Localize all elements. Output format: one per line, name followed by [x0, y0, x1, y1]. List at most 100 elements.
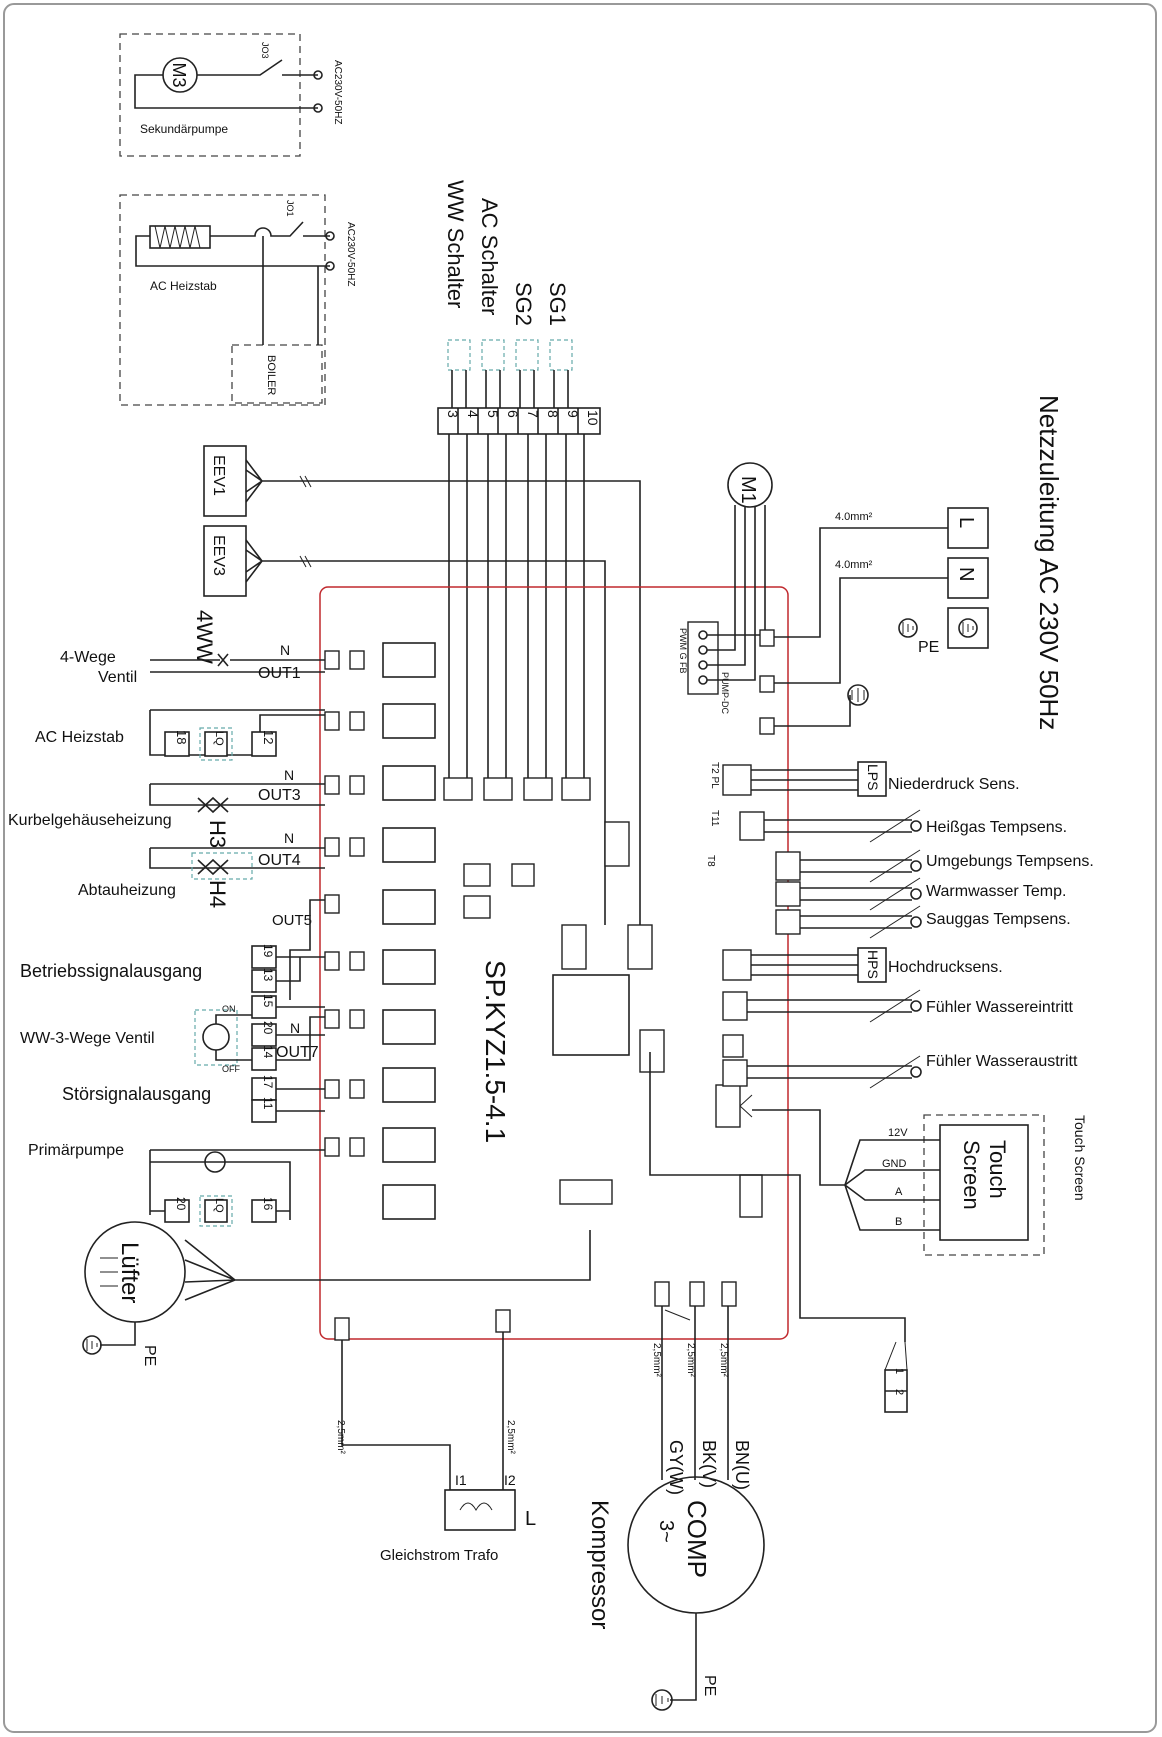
switch-ww-label: WW Schalter — [443, 180, 468, 308]
sensor-0-label: Niederdruck Sens. — [888, 776, 1020, 793]
ww-valve-n: N — [290, 1020, 300, 1036]
heater-contact-label: JO1 — [285, 200, 295, 217]
trafo-l: L — [525, 1508, 536, 1530]
kurbel-label: Kurbelgehäuseheizung — [8, 812, 172, 829]
kurbel-out: OUT3 — [258, 787, 301, 804]
sensor-3-label: Warmwasser Temp. — [926, 883, 1066, 900]
comp-wire-bk: BK(V) — [699, 1440, 719, 1488]
terminal-10: 10 — [585, 410, 601, 426]
touch-screen-label: Touch Screen — [1072, 1115, 1088, 1201]
secondary-pump-module: M3 AC230V-50HZ JO3 Sekundärpumpe — [119, 33, 343, 157]
left-output-ac-heizstab: AC Heizstab 18 LQ 12 — [35, 709, 325, 761]
terminal-6: 6 — [505, 410, 521, 418]
switch-sg2-label: SG2 — [511, 282, 536, 326]
pump-label: PUMP-DC — [720, 672, 730, 714]
main-board-outline — [319, 586, 789, 1340]
abtau-h: H4 — [205, 880, 230, 908]
defrost-heater-icon — [197, 858, 229, 876]
terminal-8: 8 — [545, 410, 561, 418]
left-output-4wv: 4WW 4-Wege Ventil N OUT1 — [60, 610, 325, 686]
board-switch-connectors — [443, 777, 763, 1218]
primaer-relay: LQ — [213, 1198, 225, 1213]
ac-heizstab-t2: 12 — [261, 730, 276, 744]
sensor-5-label: Hochdrucksens. — [888, 959, 1003, 976]
primaer-label: Primärpumpe — [28, 1142, 124, 1159]
four-way-label2: Ventil — [98, 669, 137, 686]
abtau-n: N — [284, 830, 294, 846]
ww-valve-on: ON — [222, 1004, 236, 1014]
eev1-label: EEV1 — [210, 455, 227, 496]
betrieb-t3: 15 — [261, 994, 275, 1008]
left-board-connectors — [324, 650, 365, 1157]
ab-terminal-2: 2 — [893, 1389, 905, 1395]
ww-valve-t2: 14 — [261, 1045, 275, 1059]
left-output-stoer: Störsignalausgang 17 11 — [62, 1075, 325, 1123]
left-output-ww-valve: WW-3-Wege Ventil ON OFF 20 14 N OUT7 — [20, 1004, 325, 1074]
ww-valve-off: OFF — [222, 1064, 240, 1074]
pump-conn-label: PWM G FB — [678, 628, 688, 674]
heater-label: AC Heizstab — [150, 279, 217, 293]
comp-conn-v — [689, 1281, 705, 1307]
trafo-gauge-1: 2,5mm² — [335, 1420, 346, 1455]
sp-supply-label: AC230V-50HZ — [332, 60, 343, 124]
sensor-2-label: Umgebungs Tempsens. — [926, 853, 1094, 870]
touch-screen-line2: Screen — [959, 1140, 984, 1210]
left-output-kurbel: N OUT3 Kurbelgehäuseheizung H3 — [8, 767, 325, 848]
comp-wire-gy: GY(W) — [666, 1440, 686, 1495]
board-name: SP.KYZ1.5-4.1 — [480, 960, 511, 1143]
terminal-strip: 3 4 5 6 7 8 9 10 — [437, 407, 601, 435]
touch-pin-gnd: GND — [882, 1158, 907, 1170]
fan-pe-icon — [82, 1335, 102, 1355]
trafo-i2: I2 — [504, 1472, 516, 1488]
four-way-n: N — [280, 642, 290, 658]
left-output-primaer: Primärpumpe 20 LQ 16 — [28, 1142, 325, 1227]
mains-wire2: 4.0mm² — [835, 559, 873, 571]
comp-pe-icon — [651, 1689, 673, 1711]
sensor-0-device: LPS — [865, 764, 881, 790]
comp-pe: PE — [701, 1675, 718, 1696]
luefter-pe: PE — [141, 1345, 158, 1366]
comp-gauge-u: 2,5mm² — [718, 1343, 729, 1378]
motor-m3-label: M3 — [169, 62, 189, 87]
trafo-i1: I1 — [455, 1472, 467, 1488]
sp-contact-label: JO3 — [260, 42, 270, 59]
mains-n: N — [955, 567, 977, 581]
switch-wires — [448, 370, 585, 778]
primary-pump-motor-icon — [204, 1151, 226, 1173]
pump-connector: PWM G FB PUMP-DC — [678, 621, 730, 714]
betrieb-label: Betriebssignalausgang — [20, 961, 202, 981]
valve-icon — [217, 653, 229, 667]
ww-valve-t1: 20 — [261, 1021, 275, 1035]
primaer-t2: 16 — [261, 1197, 275, 1211]
ww-valve-label: WW-3-Wege Ventil — [20, 1030, 155, 1047]
mains-supply: Netzzuleitung AC 230V 50Hz L N 4.0mm² 4.… — [759, 395, 1064, 735]
kurbel-h: H3 — [205, 820, 230, 848]
sensor-6-label: Fühler Wassereintritt — [926, 999, 1074, 1016]
stoer-t2: 11 — [261, 1097, 275, 1110]
stoer-label: Störsignalausgang — [62, 1084, 211, 1104]
switch-ac-label: AC Schalter — [477, 198, 502, 315]
luefter-label: Lüfter — [116, 1242, 143, 1303]
board-pe-icon — [847, 684, 869, 706]
mains-pe-icon — [898, 618, 918, 638]
primaer-t1: 20 — [174, 1197, 188, 1211]
betrieb-t2: 13 — [261, 968, 275, 982]
sensor-4-label: Sauggas Tempsens. — [926, 911, 1071, 928]
boiler-label: BOILER — [265, 355, 277, 395]
comp-label: Kompressor — [586, 1500, 613, 1629]
ab-terminal-1: 1 — [893, 1368, 905, 1374]
four-way-name: 4WW — [192, 610, 217, 664]
comp-gauge-w: 2,5mm² — [651, 1343, 662, 1378]
comp-conn-w — [654, 1281, 670, 1307]
trafo-label: Gleichstrom Trafo — [380, 1547, 498, 1564]
out5-label: OUT5 — [272, 912, 312, 929]
sensor-7-label: Fühler Wasseraustritt — [926, 1053, 1078, 1070]
trafo-gauge-2: 2,5mm² — [505, 1420, 516, 1455]
comp-wire-bn: BN(U) — [732, 1440, 752, 1490]
ww-valve-out: OUT7 — [276, 1044, 319, 1061]
three-way-valve-icon — [202, 1023, 230, 1051]
terminal-7: 7 — [525, 410, 541, 418]
mains-title: Netzzuleitung AC 230V 50Hz — [1034, 395, 1064, 730]
m1-label: M1 — [737, 476, 759, 504]
